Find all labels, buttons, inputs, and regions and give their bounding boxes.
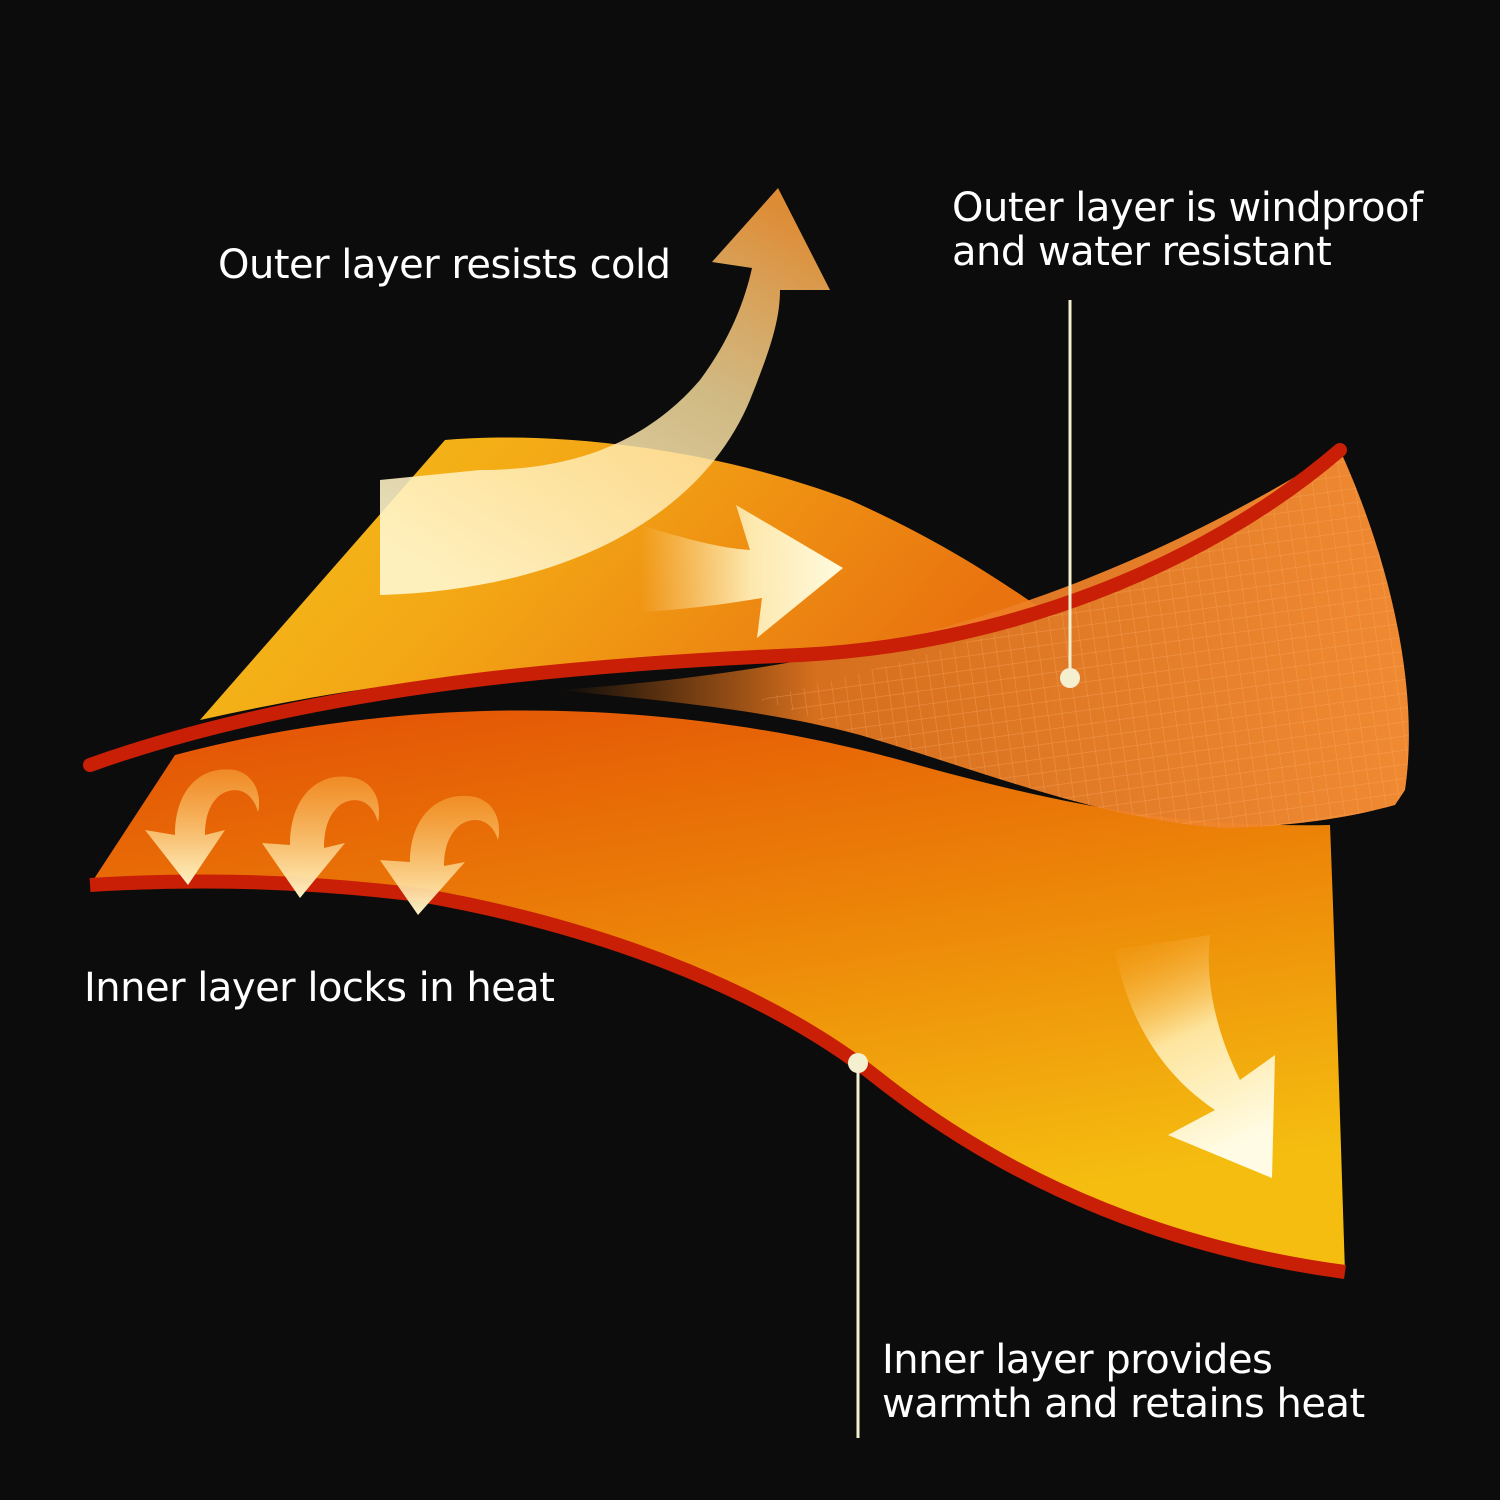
- label-line-2: warmth and retains heat: [882, 1381, 1365, 1427]
- inner-layer-fabric: [90, 710, 1345, 1272]
- label-text: Inner layer locks in heat: [84, 965, 555, 1011]
- curved-down-arrow-1: [145, 769, 260, 885]
- leader-dot-inner: [848, 1053, 868, 1073]
- inner-layer-edge: [89, 874, 1346, 1279]
- label-line-1: Outer layer is windproof: [952, 185, 1423, 231]
- label-outer-windproof: Outer layer is windproof and water resis…: [952, 186, 1423, 274]
- leader-dot-outer: [1060, 668, 1080, 688]
- label-inner-locks-heat: Inner layer locks in heat: [84, 965, 555, 1011]
- membrane-edge: [83, 443, 1347, 772]
- label-line-2: and water resistant: [952, 229, 1332, 275]
- label-outer-resists-cold: Outer layer resists cold: [218, 243, 671, 287]
- curved-down-arrow-3: [380, 795, 500, 915]
- heat-down-arrow: [1115, 935, 1275, 1178]
- label-text: Outer layer resists cold: [218, 242, 671, 288]
- heat-escape-arrow: [380, 188, 830, 595]
- label-line-1: Inner layer provides: [882, 1337, 1273, 1383]
- label-inner-provides-warmth: Inner layer provides warmth and retains …: [882, 1338, 1365, 1426]
- curved-down-arrow-2: [262, 776, 380, 898]
- flow-right-arrow: [640, 505, 843, 638]
